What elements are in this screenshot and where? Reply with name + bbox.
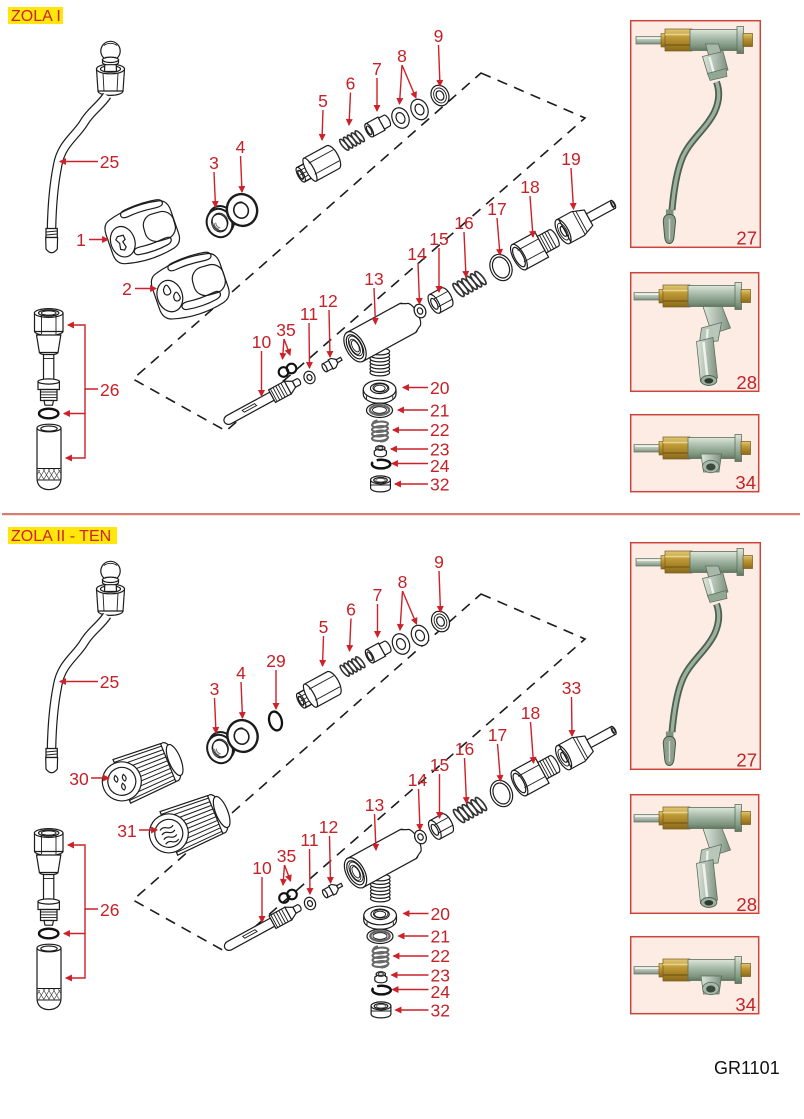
svg-text:33: 33 (562, 678, 581, 698)
svg-text:2: 2 (122, 279, 132, 299)
svg-text:19: 19 (561, 149, 580, 169)
svg-text:29: 29 (266, 651, 285, 671)
svg-text:30: 30 (69, 769, 89, 789)
svg-text:GR1101: GR1101 (714, 1058, 780, 1078)
svg-text:ZOLA II - TEN: ZOLA II - TEN (11, 528, 111, 545)
svg-text:31: 31 (117, 821, 136, 841)
svg-text:1: 1 (76, 230, 86, 250)
svg-text:ZOLA I: ZOLA I (11, 8, 61, 25)
